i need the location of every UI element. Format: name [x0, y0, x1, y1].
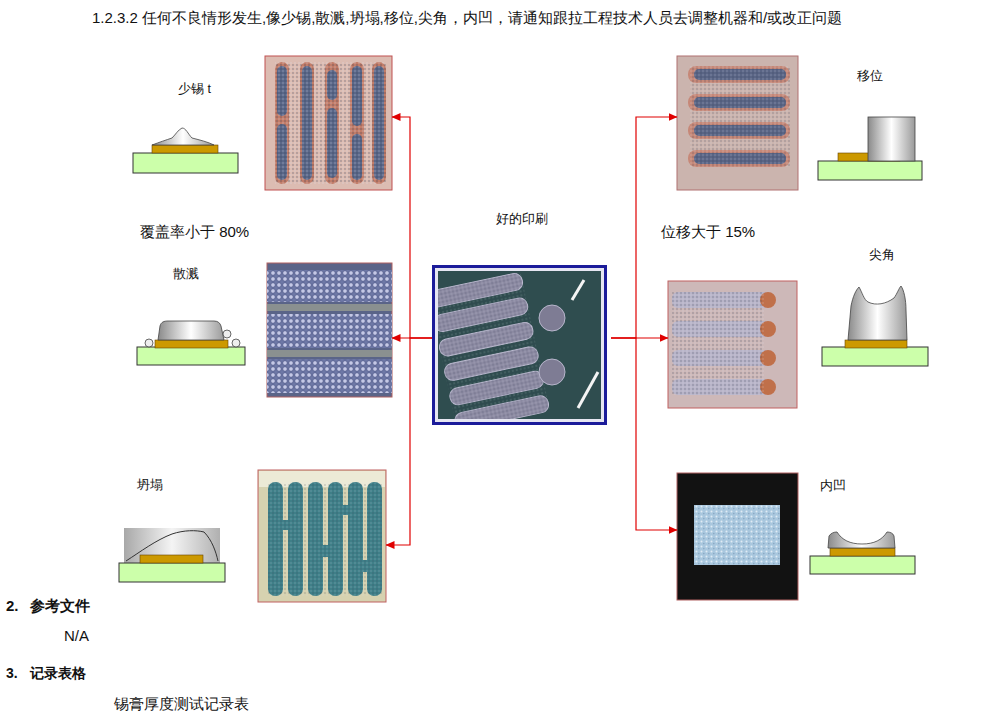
peaking-sketch [845, 340, 907, 348]
solder-splatter-photo [267, 270, 392, 302]
peaking-sketch [848, 286, 907, 340]
dog-ear-sketch [810, 532, 915, 574]
insufficient-paste-sketch [152, 145, 218, 153]
note-text: N/A [64, 627, 89, 645]
insufficient-paste-sketch [133, 153, 238, 173]
misalignment-sketch [818, 117, 922, 180]
good-print-photo [428, 265, 607, 431]
good-print-photo [578, 372, 598, 408]
defect-name: 移位 [857, 69, 883, 84]
solder-splatter-sketch [137, 347, 245, 365]
defect-name: 好的印刷 [432, 212, 611, 227]
peaking-sketch [822, 286, 928, 366]
solder-splatter-sketch [155, 340, 228, 348]
section-heading: 1.2.3.2 任何不良情形发生,像少锡,散溅,坍塌,移位,尖角，内凹，请通知跟… [92, 9, 842, 27]
slump-sketch [119, 528, 225, 582]
red-arrow [392, 117, 432, 338]
dog-ear-photo [694, 505, 780, 565]
insufficient-paste-sketch [152, 128, 214, 145]
solder-splatter-photo [267, 304, 392, 311]
dog-ear-sketch [830, 548, 895, 556]
note-text: 参考文件 [30, 597, 90, 615]
defect-group: 坍塌 [117, 470, 386, 602]
slump-photo [268, 482, 382, 596]
insufficient-paste-sketch [133, 128, 238, 173]
good-print-photo [438, 272, 550, 419]
slump-sketch [119, 563, 225, 582]
red-arrow [611, 338, 677, 530]
defect-group: 尖角 [668, 246, 930, 408]
peaking-photo [672, 292, 764, 395]
note-text: 锡膏厚度测试记录表 [114, 695, 249, 713]
note-text: 2. [6, 597, 19, 615]
solder-splatter-photo [267, 263, 392, 397]
defect-name: 散溅 [173, 267, 199, 282]
solder-splatter-photo [267, 359, 392, 393]
note-text: 记录表格 [30, 665, 86, 682]
defect-name: 内凹 [820, 479, 846, 494]
good-print-photo [539, 305, 565, 331]
red-arrow [386, 338, 432, 545]
slump-photo [258, 470, 386, 602]
dog-ear-sketch [828, 532, 895, 548]
solder-splatter-sketch [232, 339, 240, 347]
solder-splatter-photo [267, 263, 392, 397]
insufficient-paste-photo [275, 62, 386, 184]
defect-group: 散溅 [135, 262, 392, 397]
solder-splatter-sketch [137, 321, 245, 365]
good-print-photo [438, 272, 598, 419]
misalignment-sketch [818, 161, 922, 180]
insufficient-paste-photo [265, 56, 392, 190]
solder-splatter-photo [267, 350, 392, 357]
solder-splatter-sketch [158, 321, 224, 340]
defect-group: 少锡 t [130, 76, 392, 190]
good-print-photo [438, 272, 550, 419]
solder-splatter-photo [267, 314, 392, 348]
dog-ear-photo [677, 473, 798, 600]
note-text: 3. [6, 665, 18, 682]
defect-name: 坍塌 [137, 478, 163, 493]
defect-name: 尖角 [869, 248, 895, 263]
peaking-photo [668, 281, 797, 408]
dog-ear-sketch [810, 556, 915, 574]
insufficient-paste-photo [275, 62, 386, 184]
misalignment-sketch [868, 117, 915, 161]
peaking-sketch [822, 347, 928, 366]
dog-ear-photo [677, 473, 798, 600]
misalignment-photo [677, 56, 798, 190]
defect-name: 少锡 t [178, 82, 211, 97]
misalignment-photo [690, 66, 790, 167]
solder-splatter-sketch [145, 339, 153, 347]
note-text: 覆盖率小于 80% [140, 223, 249, 241]
dog-ear-photo [694, 505, 780, 565]
slump-photo [258, 470, 386, 602]
solder-splatter-sketch [223, 330, 231, 338]
peaking-photo [668, 281, 797, 408]
note-text: 位移大于 15% [661, 223, 755, 241]
defect-group: 内凹 [677, 473, 918, 600]
misalignment-photo [677, 56, 798, 190]
insufficient-paste-photo [265, 56, 392, 190]
defect-group: 移位 [677, 56, 925, 190]
slump-sketch [124, 528, 220, 564]
defect-group: 好的印刷 [432, 210, 611, 425]
good-print-photo [539, 359, 565, 385]
good-print-photo [572, 280, 584, 300]
slump-sketch [126, 531, 218, 561]
slump-sketch [140, 555, 203, 563]
